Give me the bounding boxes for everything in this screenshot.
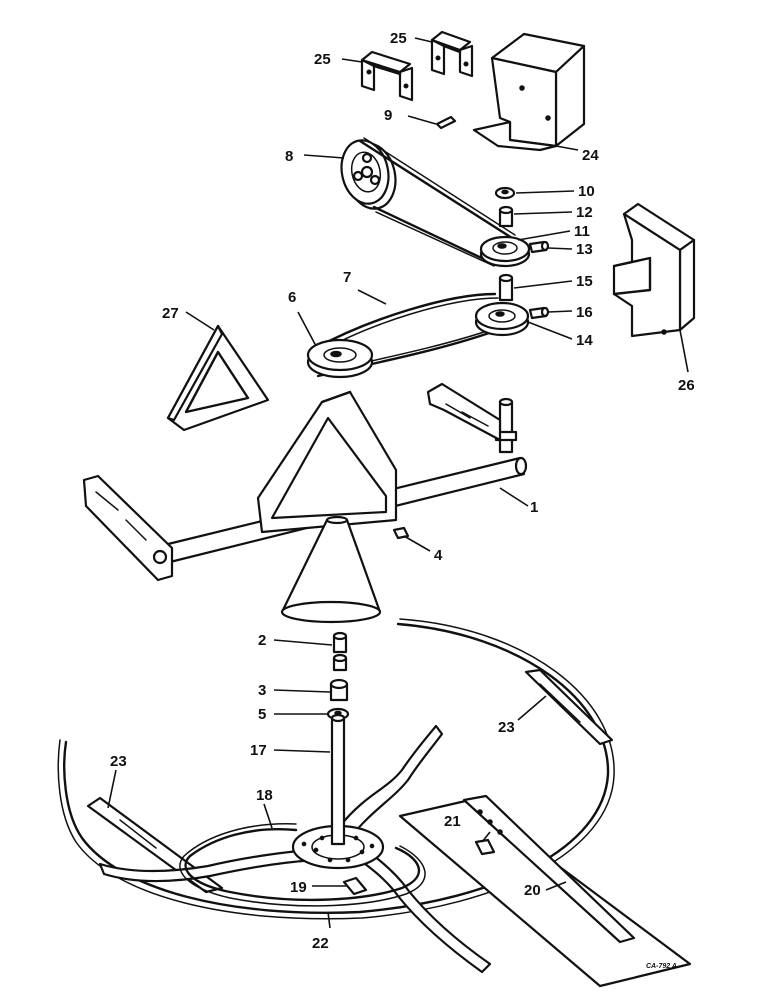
frame-part-1 (82, 382, 528, 582)
label-6: 6 (288, 289, 296, 306)
label-7: 7 (343, 269, 351, 286)
washer-part-10 (494, 186, 516, 200)
label-11: 11 (574, 223, 590, 240)
belt-upper (358, 137, 516, 267)
plate-part-20 (398, 794, 692, 988)
label-24: 24 (582, 147, 599, 164)
label-14: 14 (576, 332, 593, 349)
setscrew-part-13 (528, 240, 550, 254)
shield-part-26 (612, 202, 696, 338)
label-22: 22 (312, 935, 329, 952)
bushing-part-3 (329, 678, 349, 702)
frame-part-18 (179, 823, 426, 907)
spreader-blades (98, 724, 492, 974)
bracket-part-25-right (430, 30, 474, 78)
label-13: 13 (576, 241, 593, 258)
label-10: 10 (578, 183, 595, 200)
label-25a: 25 (314, 51, 331, 68)
label-27: 27 (162, 305, 179, 322)
label-23-right: 23 (498, 719, 515, 736)
bushing-part-2 (332, 631, 348, 672)
label-15: 15 (576, 273, 593, 290)
label-8: 8 (285, 148, 293, 165)
cone-housing (280, 515, 382, 624)
pulley-part-14 (474, 301, 530, 337)
shaft-disk-part-17 (291, 713, 385, 870)
label-1: 1 (530, 499, 538, 516)
spacer-part-15 (498, 273, 514, 302)
label-17: 17 (250, 742, 267, 759)
label-2: 2 (258, 632, 266, 649)
pulley-part-11 (479, 235, 531, 268)
bracket-part-25-left (360, 50, 414, 102)
leader-lines (107, 37, 689, 929)
label-5: 5 (258, 706, 266, 723)
pulley-part-6 (306, 338, 374, 379)
label-12: 12 (576, 204, 593, 221)
label-26: 26 (678, 377, 695, 394)
label-19: 19 (290, 879, 307, 896)
spacer-part-12 (498, 205, 514, 228)
label-9: 9 (384, 107, 392, 124)
clamp-part-23-right (524, 668, 614, 746)
key-part-9 (435, 115, 457, 130)
pulley-part-8 (340, 139, 397, 210)
figure-code: CA-792 A (646, 963, 677, 970)
label-18: 18 (256, 787, 273, 804)
label-16: 16 (576, 304, 593, 321)
part-labels: 25 25 9 8 24 10 12 11 13 7 15 27 6 16 14… (110, 30, 695, 970)
setscrew-part-16 (528, 306, 550, 320)
emblem-part-27 (166, 324, 270, 432)
bracket-part-19 (342, 876, 368, 896)
shield-part-24 (472, 32, 586, 152)
label-25b: 25 (390, 30, 407, 47)
label-23-left: 23 (110, 753, 127, 770)
label-20: 20 (524, 882, 541, 899)
label-21: 21 (444, 813, 461, 830)
label-4: 4 (434, 547, 443, 564)
label-3: 3 (258, 682, 266, 699)
